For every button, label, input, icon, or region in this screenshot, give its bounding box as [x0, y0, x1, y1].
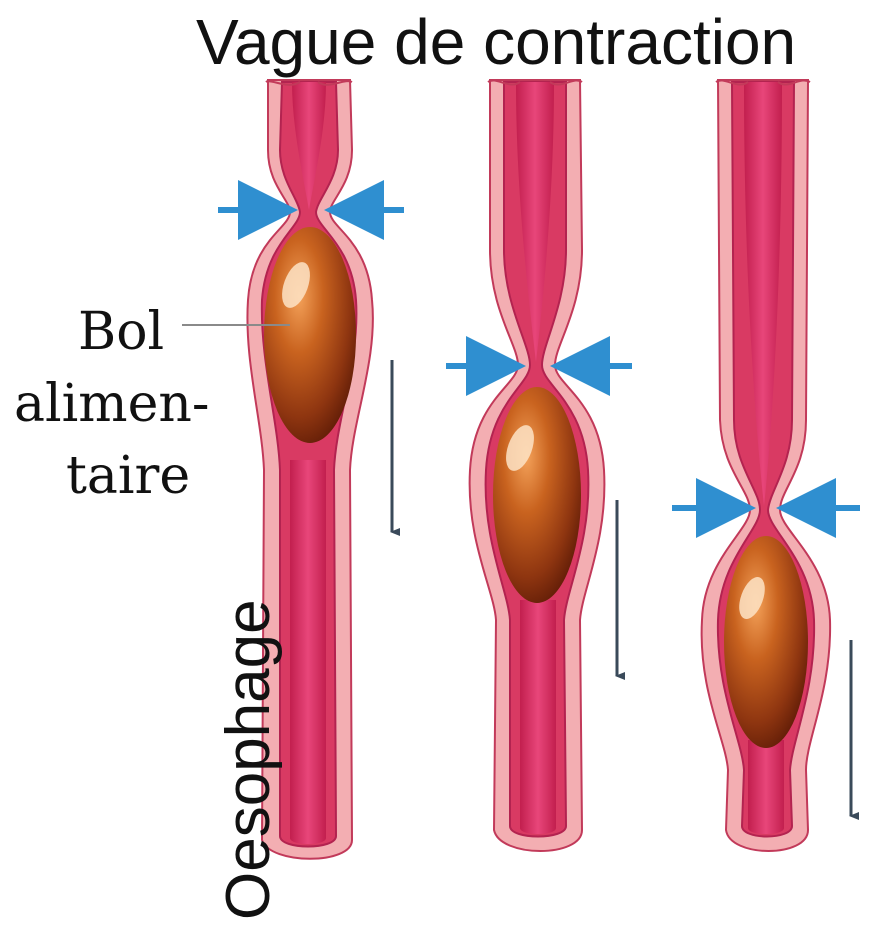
tube-3-lumen-bottom — [748, 740, 784, 834]
tube-3-bolus — [724, 536, 808, 748]
bolus-label-line-3: taire — [14, 440, 244, 512]
diagram-title: Vague de contraction — [196, 6, 796, 78]
esophagus-label: Oesophage — [218, 599, 280, 920]
tube-2-lumen-bottom — [520, 600, 556, 834]
tube-1-bolus — [264, 227, 356, 443]
bolus-label: Bol alimen- taire — [14, 296, 244, 512]
bolus-label-line-1: Bol — [14, 296, 244, 368]
esophagus-tube-2 — [470, 80, 605, 851]
tube-1-lumen-bottom — [290, 460, 326, 844]
esophagus-tube-3 — [702, 80, 831, 851]
tube-2-bolus — [493, 387, 581, 603]
bolus-label-line-2: alimen- — [14, 368, 244, 440]
